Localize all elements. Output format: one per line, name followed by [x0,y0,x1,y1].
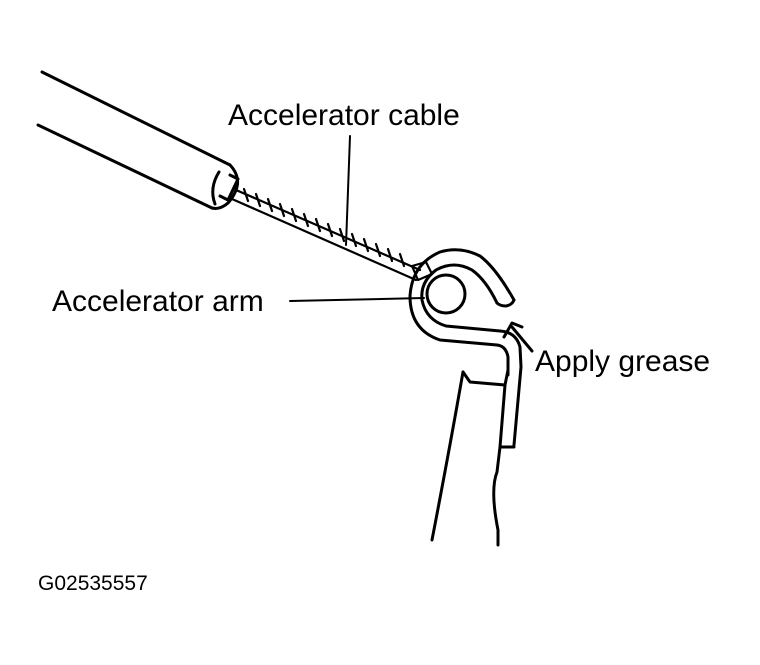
apply-grease-label: Apply grease [535,345,711,378]
accelerator-arm [408,248,523,547]
grease-arrow [502,321,534,353]
figure-code: G02535557 [38,572,148,595]
inner-cable [230,187,434,282]
accelerator-cable-label: Accelerator cable [228,99,460,132]
cable-housing [36,70,240,210]
leader-lines [289,135,425,302]
accelerator-arm-label: Accelerator arm [52,285,264,318]
